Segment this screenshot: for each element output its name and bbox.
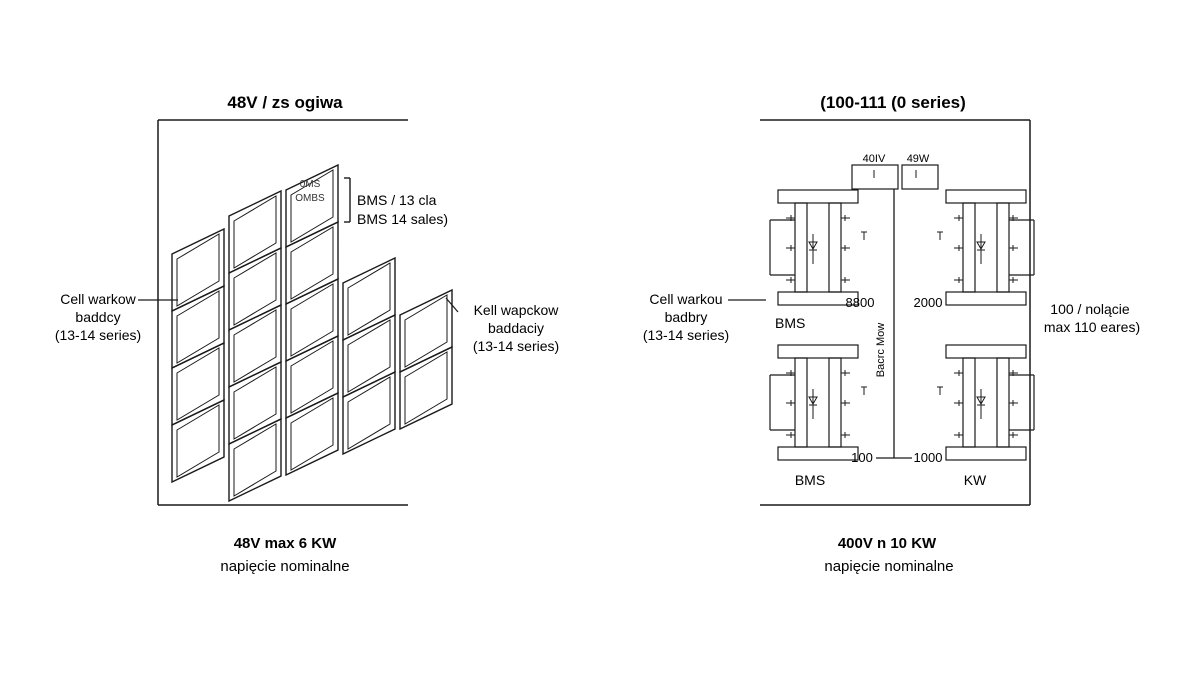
left-callout-line-3: (13-14 series)	[55, 327, 141, 343]
battery-cell	[285, 391, 339, 477]
top-box-2	[901, 164, 939, 190]
module-lower-left	[769, 344, 867, 461]
battery-cell	[171, 398, 225, 484]
battery-cell	[228, 417, 282, 503]
right-left-callout-line-2: badbry	[665, 309, 708, 325]
bms-bracket	[344, 177, 351, 223]
value-upper-right: 2000	[914, 295, 943, 310]
battery-cell-grid: 0MS OMBS	[171, 163, 453, 503]
left-caption-1: 48V max 6 KW	[234, 535, 337, 552]
bms-cell-text: 0MS	[300, 179, 321, 190]
vertical-bus-label: Bacrc Mow	[875, 323, 887, 377]
module-upper-left	[769, 189, 867, 306]
left-panel-right-callout: Kell wapckow baddaciy (13-14 series)	[445, 297, 560, 354]
module-upper-right	[937, 189, 1035, 306]
bms-cell-text: OMBS	[295, 193, 325, 204]
right-right-callout-line-2: max 110 eares)	[1044, 319, 1140, 335]
battery-cell	[342, 370, 396, 456]
right-right-callout-line-1: 100 / nolącie	[1050, 301, 1130, 317]
left-callout-line-2: baddcy	[75, 309, 120, 325]
right-left-callout-line-3: (13-14 series)	[643, 327, 729, 343]
module-lower-right	[937, 344, 1035, 461]
right-callout-line-2: baddaciy	[488, 320, 544, 336]
value-upper-left: 8800	[846, 295, 875, 310]
top-box-2-label: 49W	[907, 153, 930, 165]
right-caption-1: 400V n 10 KW	[838, 535, 937, 552]
right-title: (100-111 (0 series)	[820, 93, 966, 112]
left-callout: Cell warkow baddcy (13-14 series)	[55, 291, 178, 343]
left-callout-line-1: Cell warkow	[60, 291, 136, 307]
left-frame	[157, 119, 408, 506]
value-lower-left: 100	[851, 450, 873, 465]
top-box-1	[851, 164, 899, 190]
left-bms-label-2: BMS 14 sales)	[357, 211, 448, 227]
right-frame	[760, 119, 1031, 506]
bms-upper-label: BMS	[775, 315, 805, 331]
left-bms-label-1: BMS / 13 cla	[357, 192, 437, 208]
battery-cell	[399, 345, 453, 431]
battery-modules	[769, 189, 1035, 461]
left-title: 48V / zs ogiwa	[227, 93, 343, 112]
right-left-callout: Cell warkou badbry (13-14 series)	[643, 291, 766, 343]
right-caption-2: napięcie nominalne	[824, 558, 953, 575]
left-caption-2: napięcie nominalne	[220, 558, 349, 575]
kw-lower-label: KW	[964, 472, 987, 488]
top-box-1-label: 40IV	[863, 153, 886, 165]
right-left-callout-line-1: Cell warkou	[649, 291, 722, 307]
right-callout-leader	[445, 297, 459, 313]
right-callout-line-3: (13-14 series)	[473, 338, 559, 354]
right-callout-line-1: Kell wapckow	[474, 302, 560, 318]
value-lower-right: 1000	[914, 450, 943, 465]
bms-lower-label: BMS	[795, 472, 825, 488]
